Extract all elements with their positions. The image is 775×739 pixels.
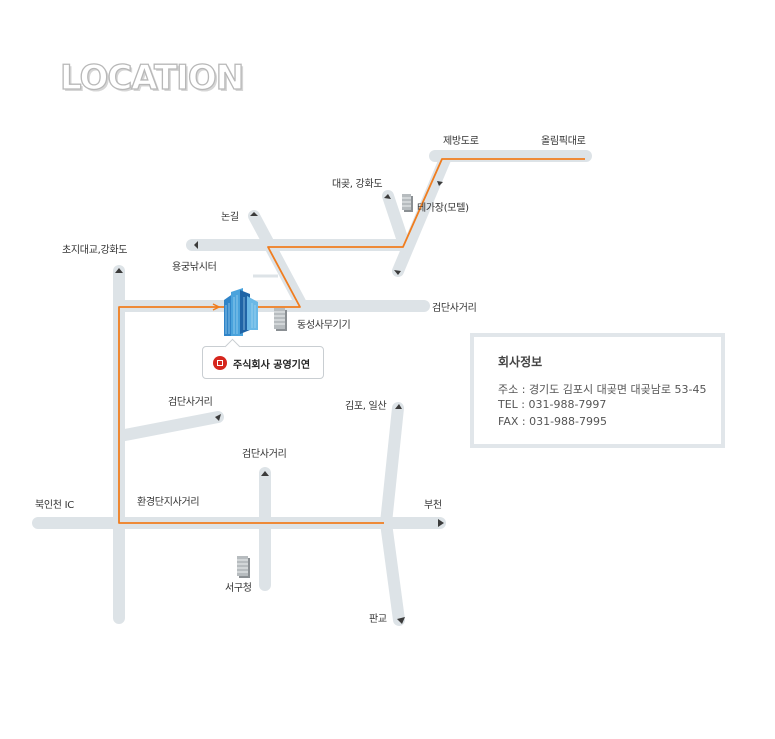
arrow-gimpo <box>395 404 402 409</box>
label-bugincheon: 북인천 IC <box>35 500 74 511</box>
info-fax: FAX : 031-988-7995 <box>498 415 608 428</box>
arrow-jebang <box>437 181 443 186</box>
company-info-box: 회사정보 주소 : 경기도 김포시 대곶면 대곶남로 53-45 TEL : 0… <box>470 333 725 448</box>
label-geomdan-lower: 검단사거리 <box>242 449 287 460</box>
label-yonggung: 용궁낚시터 <box>172 262 217 273</box>
label-choji: 초지대교,강화도 <box>62 245 128 256</box>
building-icon-teagajang <box>402 194 413 212</box>
label-daegot-ganghwa: 대곶, 강화도 <box>332 179 383 190</box>
arrow-bucheon <box>438 519 444 527</box>
label-nongil: 논길 <box>221 212 239 223</box>
info-address: 주소 : 경기도 김포시 대곶면 대곶남로 53-45 <box>498 383 707 396</box>
arrow-seogu <box>261 471 269 476</box>
company-building-icon <box>224 288 258 336</box>
road-gimpo <box>380 402 405 626</box>
label-geomdan-mid: 검단사거리 <box>168 397 213 408</box>
road-geomdan-diag <box>119 411 224 441</box>
page-title: LOCATION <box>59 57 244 98</box>
info-tel: TEL : 031-988-7997 <box>498 398 607 411</box>
label-gimpo-ilsan: 김포, 일산 <box>345 401 387 412</box>
road-daegot <box>382 190 410 250</box>
label-teagajang: 테가장(모텔) <box>417 203 469 214</box>
label-seogucheong: 서구청 <box>225 583 252 594</box>
label-hwangyeong: 환경단지사거리 <box>137 497 200 508</box>
arrow-nongil <box>250 212 258 216</box>
company-callout: 주식회사 공영기연 <box>202 338 324 379</box>
label-dongsung: 동성사무기기 <box>297 320 351 331</box>
arrow-geomdan-diag <box>215 414 221 421</box>
label-geomdan-right: 검단사거리 <box>432 303 477 314</box>
label-jebang: 제방도로 <box>443 136 479 147</box>
road-jebang <box>392 151 452 277</box>
route-line <box>118 158 585 524</box>
building-icon-seogucheong <box>237 556 250 578</box>
company-logo-icon <box>213 356 227 370</box>
arrow-west <box>194 241 198 249</box>
label-pangyo: 판교 <box>369 614 387 625</box>
route-arrow <box>212 303 221 311</box>
label-olympic: 올림픽대로 <box>541 136 586 147</box>
label-bucheon: 부천 <box>424 500 442 511</box>
arrow-daegot <box>384 194 391 199</box>
road-nongil <box>248 210 306 308</box>
building-icon-dongsung <box>274 308 287 331</box>
arrow-choji <box>115 268 123 273</box>
arrow-pangyo <box>397 617 405 624</box>
company-name: 주식회사 공영기연 <box>233 360 311 371</box>
arrow-teagajang <box>394 270 401 275</box>
info-title: 회사정보 <box>498 355 543 369</box>
